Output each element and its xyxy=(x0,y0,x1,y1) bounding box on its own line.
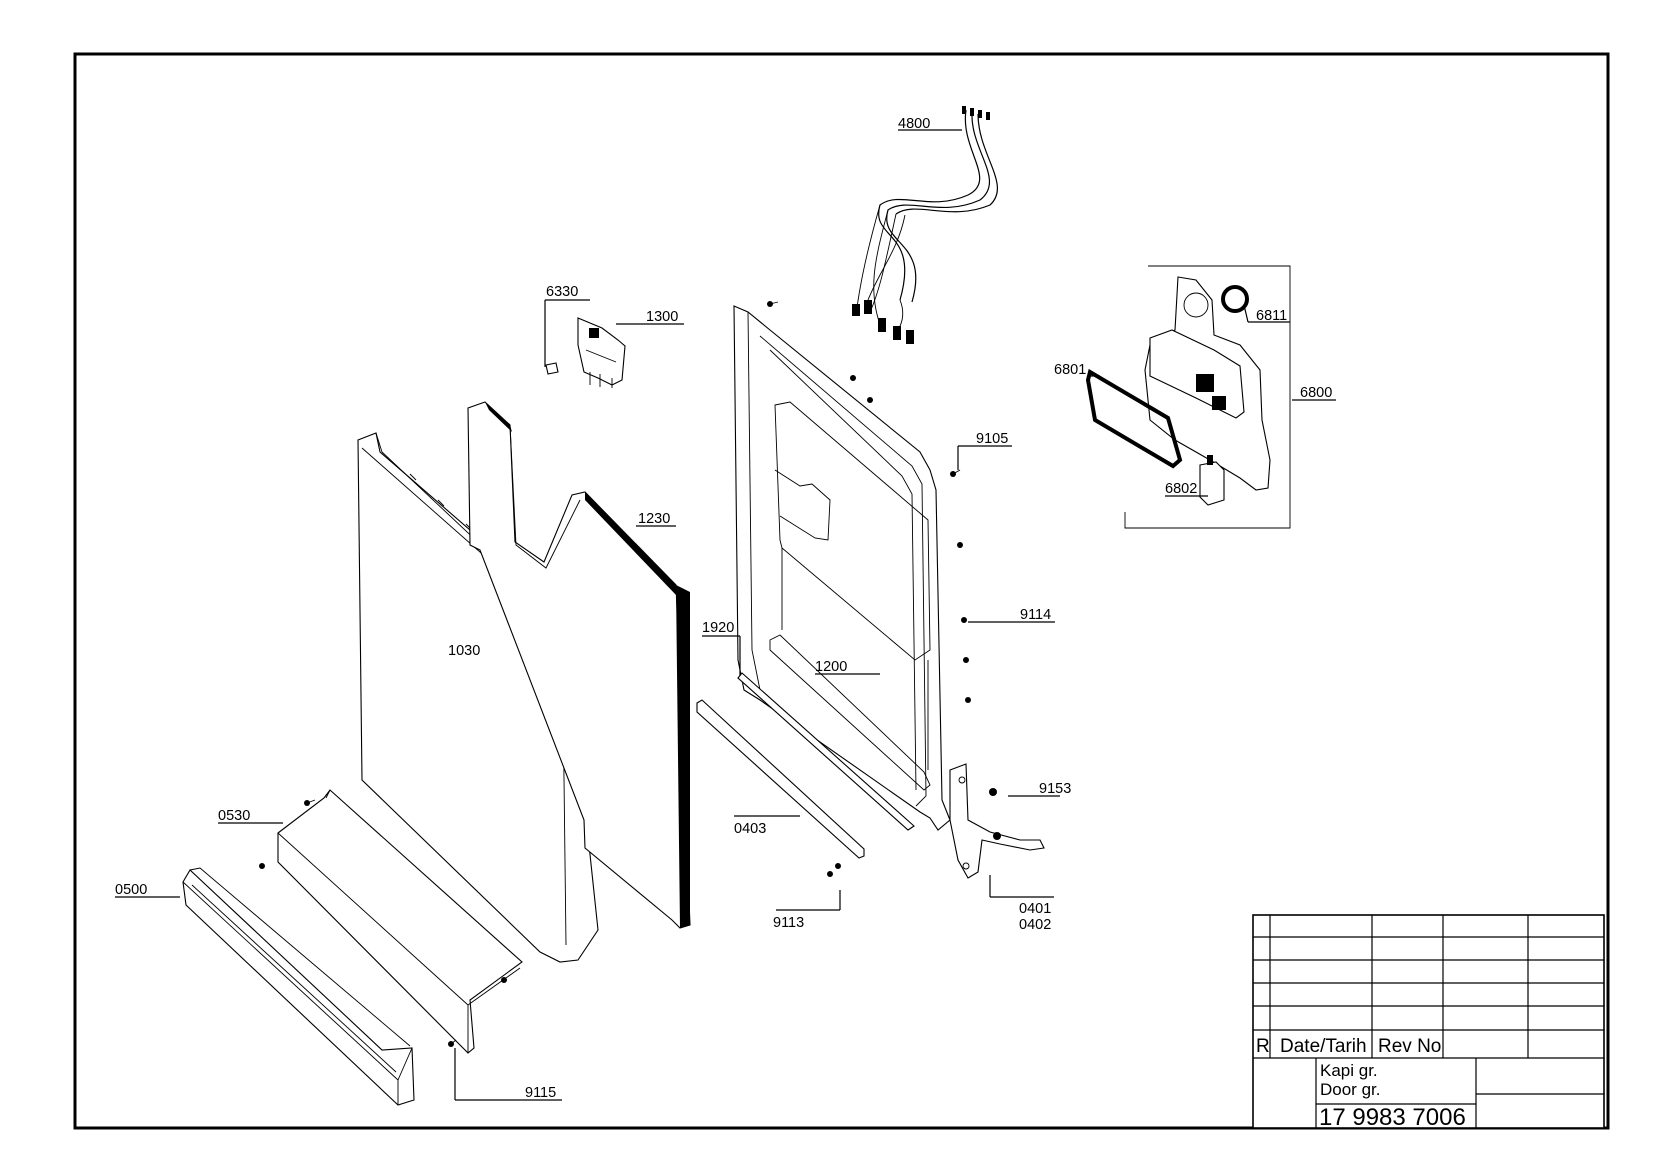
label-9153: 9153 xyxy=(1039,781,1071,797)
title-block-revno-header: Rev No xyxy=(1378,1036,1441,1057)
label-6330: 6330 xyxy=(546,284,578,300)
part-6801-gasket xyxy=(1085,368,1183,469)
part-6802-actuator xyxy=(1199,455,1225,506)
title-block-title-en: Door gr. xyxy=(1320,1080,1380,1099)
title-block-date-header: Date/Tarih xyxy=(1280,1036,1367,1057)
part-4800-cable-harness xyxy=(852,106,998,344)
label-9105: 9105 xyxy=(976,431,1008,447)
label-0401: 0401 xyxy=(1019,901,1051,917)
label-9113: 9113 xyxy=(773,915,804,931)
label-1030: 1030 xyxy=(448,643,480,659)
label-0530: 0530 xyxy=(218,808,250,824)
part-6800-dispenser-assembly xyxy=(1124,265,1291,529)
part-1230-insulation xyxy=(467,401,691,929)
label-6811: 6811 xyxy=(1256,308,1287,324)
label-6800: 6800 xyxy=(1300,385,1332,401)
label-1200: 1200 xyxy=(815,659,847,675)
part-0530-bracket xyxy=(277,789,523,1054)
part-1300-module xyxy=(577,317,626,388)
title-block-title-tr: Kapi gr. xyxy=(1320,1061,1378,1080)
label-9114: 9114 xyxy=(1020,607,1051,623)
part-labels: 4800 6330 1300 6811 6801 6800 9105 6802 … xyxy=(115,116,1332,1101)
title-block-drawing-number: 17 9983 7006 xyxy=(1319,1104,1466,1131)
label-4800: 4800 xyxy=(898,116,930,132)
label-9115: 9115 xyxy=(525,1085,556,1101)
title-block: R Date/Tarih Rev No Kapi gr. Door gr. 17… xyxy=(1252,914,1605,1131)
part-0500-kick-panel xyxy=(182,867,415,1106)
part-6330-clip xyxy=(545,362,559,375)
label-6801: 6801 xyxy=(1054,362,1086,378)
label-1300: 1300 xyxy=(646,309,678,325)
label-6802: 6802 xyxy=(1165,481,1197,497)
label-1230: 1230 xyxy=(638,511,670,527)
label-0403: 0403 xyxy=(734,821,766,837)
leader-lines xyxy=(115,129,1336,1101)
label-0402: 0402 xyxy=(1019,917,1051,933)
drawing-frame xyxy=(73,52,1610,1130)
part-1200-inner-door xyxy=(733,305,1045,879)
part-6811-seal-ring xyxy=(1221,285,1249,313)
label-0500: 0500 xyxy=(115,882,147,898)
screws xyxy=(259,301,1001,1047)
label-1920: 1920 xyxy=(702,620,734,636)
part-1920-0403-strips xyxy=(696,672,915,859)
title-block-rev-header: R xyxy=(1256,1036,1270,1057)
